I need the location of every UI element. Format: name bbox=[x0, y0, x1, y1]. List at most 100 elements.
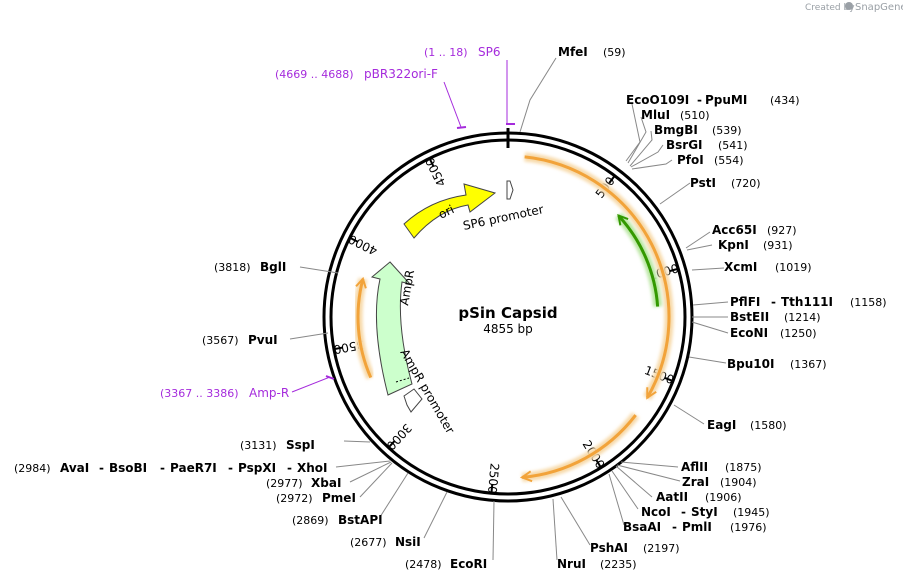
site-nsii[interactable]: NsiI bbox=[395, 535, 421, 549]
site-avai-sep4: - bbox=[287, 461, 292, 475]
tick-mark bbox=[333, 346, 343, 351]
primer-pbr322-range: (4669 .. 4688) bbox=[275, 68, 354, 81]
credit-brand: SnapGene bbox=[855, 2, 903, 13]
site-xcmi[interactable]: XcmI bbox=[724, 260, 757, 274]
site-xcmi-pos: (1019) bbox=[775, 261, 812, 274]
tick-mark bbox=[428, 157, 435, 167]
primer-markers bbox=[291, 60, 515, 393]
site-pmli[interactable]: PmlI bbox=[682, 520, 712, 534]
plasmid-name: pSin Capsid bbox=[458, 304, 557, 322]
primer-pbr322-name: pBR322ori-F bbox=[364, 67, 438, 81]
site-mfei-pos: (59) bbox=[603, 46, 626, 59]
sp6-promoter-feature[interactable] bbox=[506, 180, 514, 200]
site-pvui[interactable]: PvuI bbox=[248, 333, 278, 347]
site-econi-pos: (1250) bbox=[780, 327, 817, 340]
site-pmei[interactable]: PmeI bbox=[322, 491, 356, 505]
site-pfoi-pos: (554) bbox=[714, 154, 744, 167]
site-acc65i[interactable]: Acc65I bbox=[712, 223, 757, 237]
primer-ampr-range: (3367 .. 3386) bbox=[160, 387, 239, 400]
site-pfoi[interactable]: PfoI bbox=[677, 153, 704, 167]
site-ncoi[interactable]: NcoI bbox=[641, 505, 671, 519]
ampr-feature[interactable] bbox=[370, 261, 413, 396]
site-mlui[interactable]: MluI bbox=[641, 108, 670, 122]
site-ncoi-sep: - bbox=[681, 505, 686, 519]
site-mlui-pos: (510) bbox=[680, 109, 710, 122]
restriction-sites: MfeI (59) EcoO109I - PpuMI (434) MluI (5… bbox=[14, 45, 887, 571]
site-bstapi[interactable]: BstAPI bbox=[338, 513, 383, 527]
site-bsaai[interactable]: BsaAI bbox=[623, 520, 661, 534]
site-pflfi[interactable]: PflFI bbox=[730, 295, 760, 309]
orange-feature-3[interactable] bbox=[356, 278, 373, 379]
orange-feature-3-arrowhead bbox=[355, 276, 367, 289]
site-acc65i-pos: (927) bbox=[767, 224, 797, 237]
ori-feature[interactable] bbox=[403, 183, 497, 239]
tick-mark bbox=[664, 376, 674, 383]
site-bsaai-pos: (1976) bbox=[730, 521, 767, 534]
site-bgli-pos: (3818) bbox=[214, 261, 251, 274]
site-econi[interactable]: EcoNI bbox=[730, 326, 768, 340]
site-bgli[interactable]: BglI bbox=[260, 260, 286, 274]
orange-feature-2[interactable] bbox=[521, 414, 637, 479]
site-aflii-pos: (1875) bbox=[725, 461, 762, 474]
site-ppumi[interactable]: PpuMI bbox=[705, 93, 747, 107]
credit-created-by: Created by bbox=[805, 3, 855, 13]
site-sspi[interactable]: SspI bbox=[286, 438, 315, 452]
site-nsii-pos: (2677) bbox=[350, 536, 387, 549]
site-bpu10i[interactable]: Bpu10I bbox=[727, 357, 774, 371]
site-tth111i[interactable]: Tth111I bbox=[781, 295, 833, 309]
site-mfei[interactable]: MfeI bbox=[558, 45, 588, 59]
site-bsaai-sep: - bbox=[672, 520, 677, 534]
primer-sp6-range: (1 .. 18) bbox=[424, 46, 468, 59]
site-eagi-pos: (1580) bbox=[750, 419, 787, 432]
snapgene-credit: Created by SnapGene bbox=[805, 2, 903, 13]
tick-label: 2500 bbox=[485, 462, 502, 494]
plasmid-size: 4855 bp bbox=[483, 322, 533, 336]
site-zrai-pos: (1904) bbox=[720, 476, 757, 489]
site-pshai[interactable]: PshAI bbox=[590, 541, 628, 555]
site-pspxi[interactable]: PspXI bbox=[238, 461, 276, 475]
tick-mark bbox=[608, 175, 616, 184]
site-ecoo109i[interactable]: EcoO109I bbox=[626, 93, 689, 107]
site-avai[interactable]: AvaI bbox=[60, 461, 89, 475]
tick-label: 4000 bbox=[346, 232, 380, 258]
site-ecori-pos: (2478) bbox=[405, 558, 442, 571]
tick-label: 4500 bbox=[423, 155, 449, 189]
site-aatii[interactable]: AatII bbox=[656, 490, 688, 504]
site-styi[interactable]: StyI bbox=[691, 505, 718, 519]
site-bsteii[interactable]: BstEII bbox=[730, 310, 769, 324]
site-ecori[interactable]: EcoRI bbox=[450, 557, 487, 571]
site-xhoi[interactable]: XhoI bbox=[297, 461, 328, 475]
site-xbai-pos: (2977) bbox=[266, 477, 303, 490]
site-zrai[interactable]: ZraI bbox=[682, 475, 709, 489]
primer-labels: (1 .. 18) SP6 (4669 .. 4688) pBR322ori-F… bbox=[160, 45, 501, 400]
site-xbai[interactable]: XbaI bbox=[311, 476, 341, 490]
site-avai-sep1: - bbox=[99, 461, 104, 475]
site-bmgbi[interactable]: BmgBI bbox=[654, 123, 698, 137]
site-aflii[interactable]: AflII bbox=[681, 460, 708, 474]
primer-ampr-name: Amp-R bbox=[249, 386, 289, 400]
orange-feature-1-arrowhead bbox=[646, 387, 657, 400]
site-kpni-pos: (931) bbox=[763, 239, 793, 252]
site-avai-sep2: - bbox=[160, 461, 165, 475]
site-kpni[interactable]: KpnI bbox=[718, 238, 749, 252]
site-nrui-pos: (2235) bbox=[600, 558, 637, 571]
snapgene-logo-icon bbox=[845, 2, 853, 10]
site-bsrgi[interactable]: BsrGI bbox=[666, 138, 703, 152]
site-nrui[interactable]: NruI bbox=[557, 557, 586, 571]
site-eagi[interactable]: EagI bbox=[707, 418, 736, 432]
site-psti[interactable]: PstI bbox=[690, 176, 716, 190]
site-bsobi[interactable]: BsoBI bbox=[109, 461, 147, 475]
site-pmei-pos: (2972) bbox=[276, 492, 313, 505]
site-pvui-pos: (3567) bbox=[202, 334, 239, 347]
orange-feature-1[interactable] bbox=[524, 155, 671, 399]
ampr-label: AmpR bbox=[397, 269, 417, 307]
tick-mark bbox=[387, 440, 396, 449]
site-pshai-pos: (2197) bbox=[643, 542, 680, 555]
green-feature[interactable] bbox=[617, 214, 660, 307]
site-paer7i[interactable]: PaeR7I bbox=[170, 461, 217, 475]
tick-mark bbox=[595, 459, 602, 469]
site-avai-sep3: - bbox=[228, 461, 233, 475]
site-leader-lines bbox=[289, 57, 729, 561]
ampr-promoter-feature[interactable] bbox=[403, 388, 423, 413]
